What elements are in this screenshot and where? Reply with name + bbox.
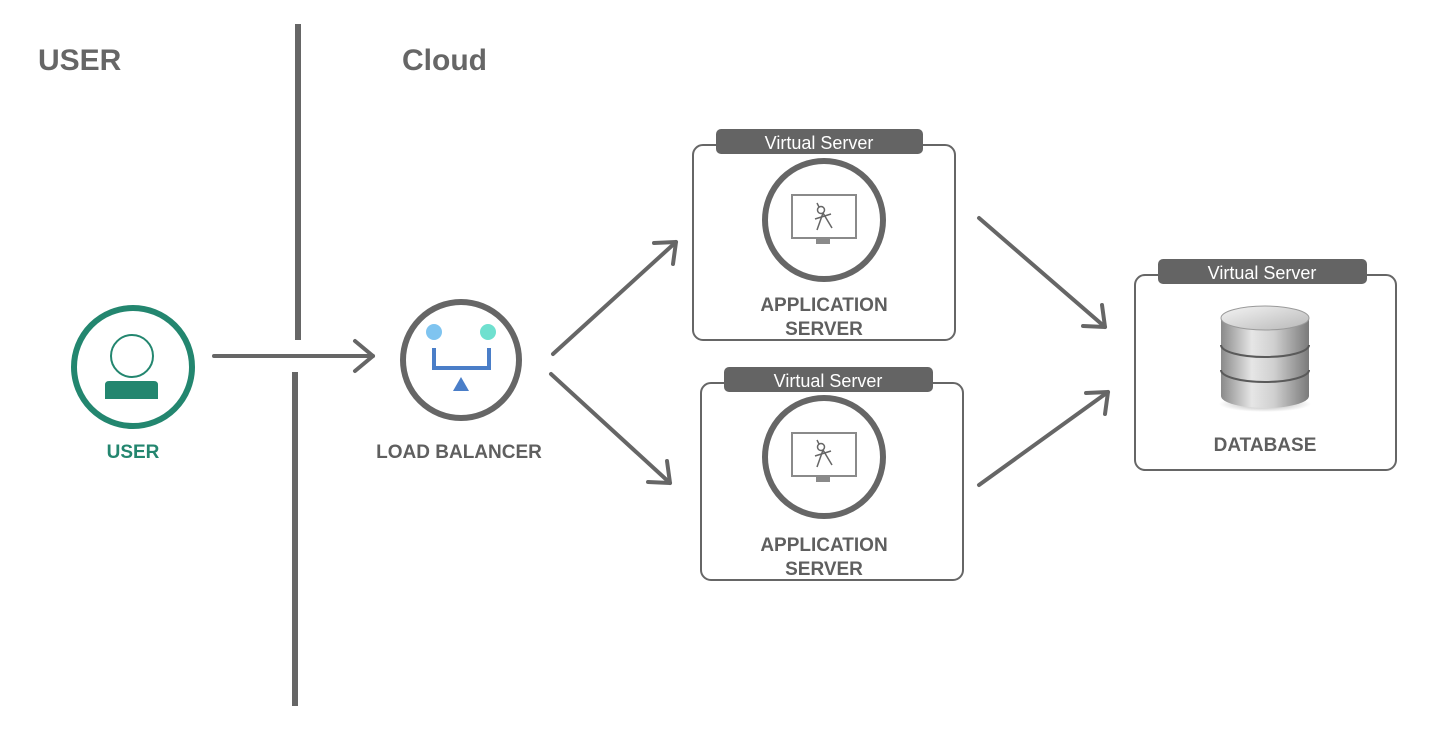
zone-title-cloud: Cloud bbox=[402, 44, 487, 77]
database-tab bbox=[1158, 259, 1367, 284]
user-label: USER bbox=[107, 442, 160, 463]
database-icon bbox=[1219, 305, 1311, 412]
database-tab-label: Virtual Server bbox=[1208, 263, 1317, 283]
user-node: USER bbox=[71, 305, 195, 463]
user-icon bbox=[105, 334, 158, 399]
app-server-top-tab bbox=[716, 129, 923, 154]
database-label: DATABASE bbox=[1214, 435, 1317, 456]
app-server-bottom-tab-label: Virtual Server bbox=[774, 371, 883, 391]
monitor-icon bbox=[791, 194, 857, 244]
arrow-app-top-to-db bbox=[977, 216, 1107, 329]
arrow-lb-to-app-bottom bbox=[549, 372, 672, 485]
app-server-top-label-line1: APPLICATION bbox=[760, 295, 887, 316]
user-node-ring bbox=[71, 305, 195, 429]
app-server-bottom-tab bbox=[724, 367, 933, 392]
app-server-bottom-label-line1: APPLICATION bbox=[760, 535, 887, 556]
load-balancer-label: LOAD BALANCER bbox=[376, 442, 542, 463]
app-server-top-box: Virtual Server APPLICATION SERVER bbox=[692, 129, 956, 341]
app-server-bottom-label-line2: SERVER bbox=[785, 559, 863, 580]
zone-divider bbox=[292, 24, 301, 706]
app-server-top-tab-label: Virtual Server bbox=[765, 133, 874, 153]
monitor-icon bbox=[791, 432, 857, 482]
load-balancer-node: LOAD BALANCER bbox=[376, 299, 542, 463]
zone-title-user: USER bbox=[38, 44, 122, 77]
database-box: Virtual Server DATABASE bbox=[1134, 259, 1397, 471]
load-balancer-icon bbox=[426, 324, 496, 391]
arrow-user-to-lb bbox=[212, 339, 375, 373]
arrow-lb-to-app-top bbox=[551, 240, 678, 356]
arrow-app-bottom-to-db bbox=[977, 390, 1110, 487]
app-server-top-label-line2: SERVER bbox=[785, 319, 863, 340]
load-balancer-ring bbox=[400, 299, 522, 421]
app-server-bottom-box: Virtual Server APPLICATION SERVER bbox=[700, 367, 964, 581]
